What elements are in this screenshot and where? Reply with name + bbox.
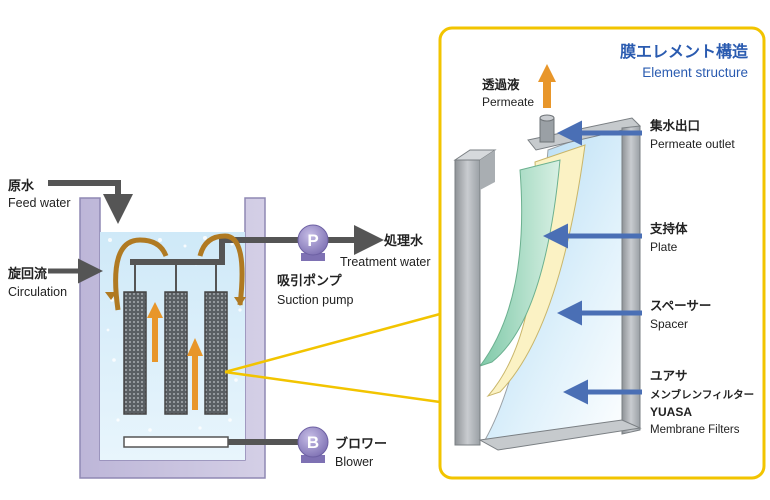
circulation-flow — [113, 233, 245, 311]
membrane-module-1 — [123, 291, 147, 415]
feed-water-label-jp: 原水 — [8, 178, 35, 194]
permeate-outlet-label-jp: 集水出口 — [649, 118, 700, 133]
bubbles — [106, 236, 242, 432]
treatment-water-label-jp: 処理水 — [383, 233, 424, 249]
membrane-modules — [123, 291, 228, 415]
pointer-arrows — [543, 120, 642, 405]
panel-title-jp: 膜エレメント構造 — [620, 42, 749, 61]
filter-label-jp-1: ユアサ — [650, 368, 688, 383]
callout-line-bottom — [224, 370, 441, 404]
pump-letter: P — [307, 231, 318, 250]
suction-pump-label-en: Suction pump — [277, 293, 353, 307]
plate-label-en: Plate — [650, 240, 678, 254]
filter-label-en-2: Membrane Filters — [650, 424, 740, 436]
membrane-element-drawing — [453, 114, 642, 451]
feed-water-pipe — [48, 180, 133, 224]
membrane-module-3 — [204, 291, 228, 415]
suction-pump-label-jp: 吸引ポンプ — [277, 273, 343, 289]
feed-water-label-en: Feed water — [8, 196, 71, 210]
plate-label-jp: 支持体 — [649, 221, 688, 236]
permeate-arrow — [538, 64, 556, 108]
spacer-label-jp: スペーサー — [650, 298, 711, 313]
spacer-label-en: Spacer — [650, 317, 688, 331]
permeate-label-en: Permeate — [482, 95, 534, 109]
blower-letter: B — [307, 433, 319, 452]
suction-pump-icon: P — [297, 224, 329, 261]
filter-label-jp-2: メンブレンフィルター — [650, 388, 754, 401]
treatment-water-label-en: Treatment water — [340, 255, 431, 269]
permeate-outlet-label-en: Permeate outlet — [650, 137, 735, 151]
circulation-label-jp: 旋回流 — [7, 266, 47, 282]
callout-line-top — [224, 312, 441, 374]
membrane-module-2 — [164, 291, 188, 415]
panel-title-en: Element structure — [642, 65, 748, 80]
upflow-arrows — [147, 302, 203, 410]
filter-label-en-1: YUASA — [650, 405, 692, 419]
blower-label-en: Blower — [335, 455, 373, 469]
air-diffuser — [123, 436, 229, 448]
circulation-label-en: Circulation — [8, 285, 67, 299]
blower-icon: B — [297, 426, 329, 463]
blower-label-jp: ブロワー — [335, 436, 387, 452]
permeate-label-jp: 透過液 — [482, 77, 520, 92]
